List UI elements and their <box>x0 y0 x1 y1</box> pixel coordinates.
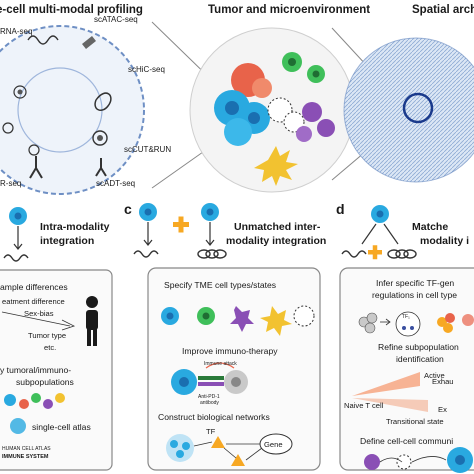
rna-icon <box>27 35 59 45</box>
purple-cell <box>302 102 322 122</box>
immune-cell <box>224 118 252 146</box>
panel-d-letter: d <box>336 201 345 217</box>
chromatin-loop-icon <box>94 92 112 111</box>
panel-d-line-4: identification <box>396 354 444 364</box>
regulation-diagram: TF₁ <box>358 311 474 337</box>
cell-membrane <box>0 25 145 195</box>
exhausted-2-label: Ex <box>438 405 447 414</box>
cell-communication-diagram <box>364 447 473 473</box>
immunotherapy-diagram: Immune attack Anti-PD-1 antibody <box>171 361 248 406</box>
plus-icon <box>368 245 382 260</box>
multimodal-cell-diagram: RNA-seq scATAC-seq scHiC-seq scCUT&RUN s… <box>0 15 171 195</box>
antibody-icon <box>29 156 43 179</box>
panel-c-line-3: Construct biological networks <box>158 412 270 422</box>
rna-icon <box>133 250 159 258</box>
intra-line-6: y tumoral/immuno- <box>0 365 71 375</box>
panel-c-line-2: Improve immuno-therapy <box>182 346 278 356</box>
matched-panel: d Matche modality i Infer specific TF-ge… <box>336 201 474 473</box>
panel-c-title-1: Unmatched inter- <box>234 221 321 233</box>
spatial-tissue-diagram <box>343 37 474 183</box>
intra-line-7: subpopulations <box>16 377 74 387</box>
atlas-icon <box>10 418 26 434</box>
tumor-cell <box>252 78 272 98</box>
anti-pd1-label-1: Anti-PD-1 <box>198 394 220 400</box>
panel-d-line-5: Define cell-cell communi <box>360 436 453 446</box>
dendritic-cell <box>254 146 298 186</box>
cell-types-row <box>161 305 315 336</box>
tf1-label: TF₁ <box>402 314 410 320</box>
rna-icon <box>3 254 29 262</box>
intra-title-1: Intra-modality <box>40 221 110 233</box>
purple-cell <box>317 119 335 137</box>
immune-attack-label: Immune attack <box>204 361 237 367</box>
anti-pd1-label-2: antibody <box>200 400 219 406</box>
antibody-icon <box>95 158 107 177</box>
panel-c-letter: c <box>124 201 132 217</box>
label-scatac-seq: scATAC-seq <box>94 15 138 24</box>
panel-d-line-1: Infer specific TF-gen <box>376 278 454 288</box>
label-sccut-run: scCUT&RUN <box>124 145 171 154</box>
intra-line-8: single-cell atlas <box>32 422 91 432</box>
intra-line-2: eatment difference <box>2 297 65 306</box>
panel-spatial-title: Spatial arch <box>412 4 474 16</box>
chromatin-icon <box>2 85 108 156</box>
intra-line-3: Sex-bias <box>24 309 54 318</box>
label-tcr-seq: R-seq <box>0 179 21 188</box>
panel-d-title-1: Matche <box>412 221 448 233</box>
exhausted-label: Exhau <box>432 377 454 386</box>
state-transition-diagram: Active Exhau Naive T cell Ex Transitiona… <box>344 371 454 426</box>
transitional-label: Transitional state <box>386 417 444 426</box>
panel-d-title-2: modality i <box>420 235 469 247</box>
intra-title-2: integration <box>40 235 94 247</box>
intra-line-1: ample differences <box>0 282 68 292</box>
tumor-microenvironment-diagram <box>189 27 355 193</box>
plus-icon <box>173 216 189 233</box>
label-scadt-seq: scADT-seq <box>96 179 135 188</box>
purple-cell <box>296 126 312 142</box>
label-schic-seq: scHiC-seq <box>128 65 165 74</box>
panel-c-line-1: Specify TME cell types/states <box>164 280 276 290</box>
label-rna-seq: RNA-seq <box>0 27 32 36</box>
gene-label: Gene <box>264 440 283 449</box>
atlas-line-1: HUMAN CELL ATLAS <box>2 446 51 452</box>
naive-label: Naive T cell <box>344 401 384 410</box>
panel-c-title-2: modality integration <box>226 235 326 247</box>
chromatin-icon <box>197 249 227 259</box>
intra-modality-panel: Intra-modality integration ample differe… <box>0 207 113 471</box>
atac-tag-icon <box>82 36 96 49</box>
rna-icon <box>341 250 367 258</box>
intra-line-5: etc. <box>44 343 56 352</box>
panel-b-title: Tumor and microenvironment <box>208 4 370 16</box>
intra-box <box>0 269 113 471</box>
panel-d-line-2: regulations in cell type <box>372 290 457 300</box>
panel-a-title: e-cell multi-modal profiling <box>0 4 143 16</box>
chromatin-icon <box>387 249 417 259</box>
person-icon <box>86 296 98 346</box>
unmatched-panel: c Unmatched inter- modality integration … <box>124 201 326 471</box>
panel-d-line-3: Refine subpopulation <box>378 342 459 352</box>
region-of-interest-circle <box>402 92 434 124</box>
network-diagram: TF Gene <box>166 427 293 466</box>
exhausted-cell <box>283 111 305 133</box>
tf-label: TF <box>206 427 216 436</box>
atlas-line-2: IMMUNE SYSTEM <box>2 454 49 460</box>
intra-line-4: Tumor type <box>28 331 66 340</box>
active-label: Active <box>424 371 445 380</box>
